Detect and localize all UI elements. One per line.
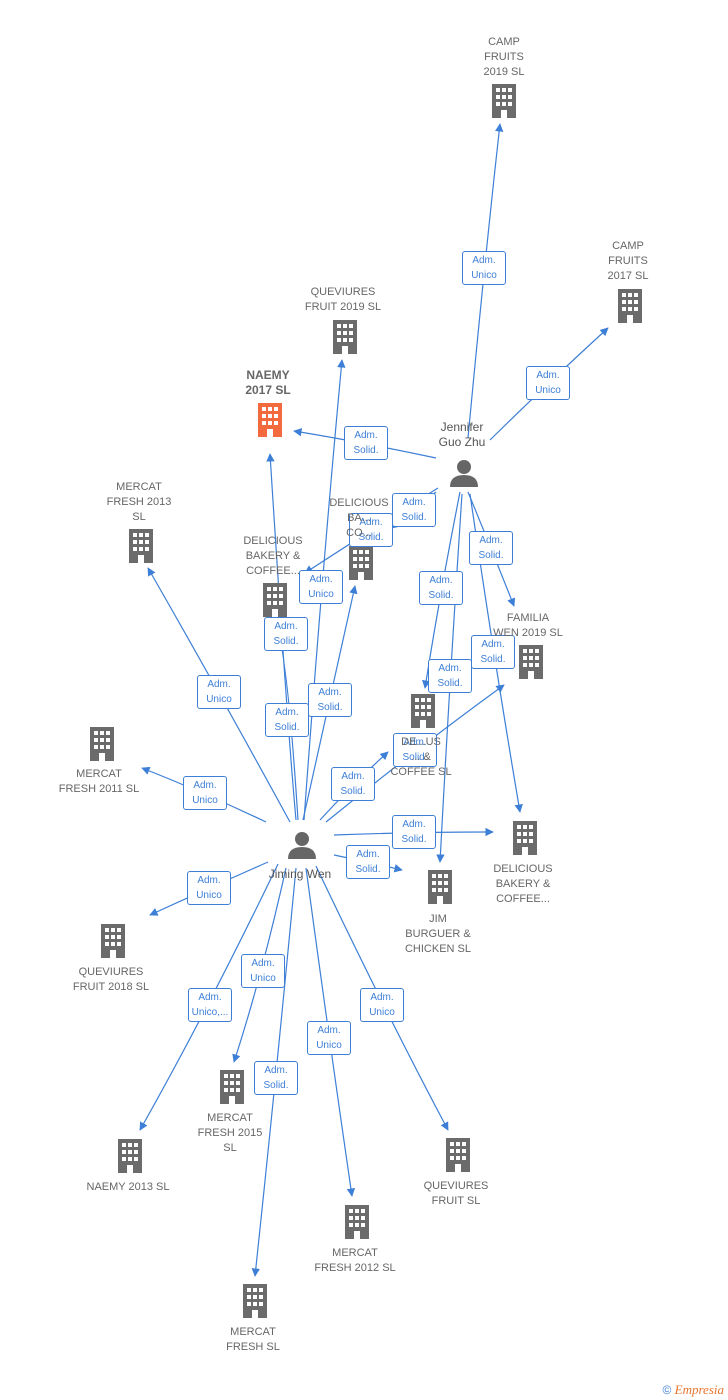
company-label[interactable]: NAEMY 2017 SL (245, 368, 291, 397)
company-label[interactable]: DELICIOUS BAKERY & COFFEE... (243, 535, 303, 577)
role-badge[interactable]: Adm. Solid. (393, 733, 437, 767)
person-label[interactable]: Jennifer Guo Zhu (438, 420, 486, 449)
role-badge[interactable]: Adm. Unico,... (188, 988, 232, 1022)
role-badge[interactable]: Adm. Solid. (349, 513, 393, 547)
company-label[interactable]: CAMP FRUITS 2017 SL (607, 240, 649, 282)
company-label[interactable]: QUEVIURES FRUIT 2018 SL (72, 966, 150, 993)
role-badge[interactable]: Adm. Unico (187, 871, 231, 905)
copyright-symbol: © (662, 1383, 672, 1397)
company-label[interactable]: MERCAT FRESH SL (226, 1326, 280, 1353)
company-building-icon[interactable] (243, 1284, 267, 1318)
role-badge[interactable]: Adm. Solid. (428, 659, 472, 693)
company-building-icon[interactable] (349, 546, 373, 580)
role-badge[interactable]: Adm. Unico (462, 251, 506, 285)
company-label[interactable]: DELICIOUS BA... CO... (329, 497, 389, 539)
person-icon[interactable] (288, 832, 316, 859)
company-building-icon[interactable] (519, 645, 543, 679)
role-badge[interactable]: Adm. Unico (307, 1021, 351, 1055)
role-badge[interactable]: Adm. Solid. (419, 571, 463, 605)
focus-company-building-icon[interactable] (258, 403, 282, 437)
person-icon[interactable] (450, 460, 478, 487)
role-badge[interactable]: Adm. Solid. (264, 617, 308, 651)
company-label[interactable]: MERCAT FRESH 2015 SL (197, 1112, 263, 1154)
company-label[interactable]: NAEMY 2013 SL (86, 1181, 170, 1193)
role-badge[interactable]: Adm. Solid. (254, 1061, 298, 1095)
company-label[interactable]: JIM BURGUER & CHICKEN SL (404, 913, 472, 955)
company-building-icon[interactable] (446, 1138, 470, 1172)
role-badge[interactable]: Adm. Solid. (344, 426, 388, 460)
brand-logo: Empresia (674, 1382, 724, 1397)
role-badge[interactable]: Adm. Solid. (308, 683, 352, 717)
company-building-icon[interactable] (492, 84, 516, 118)
company-building-icon[interactable] (513, 821, 537, 855)
company-building-icon[interactable] (129, 529, 153, 563)
company-label[interactable]: MERCAT FRESH 2012 SL (314, 1247, 396, 1274)
company-label[interactable]: MERCAT FRESH 2013 SL (106, 481, 172, 523)
company-label[interactable]: MERCAT FRESH 2011 SL (58, 768, 140, 795)
company-label[interactable]: CAMP FRUITS 2019 SL (483, 36, 525, 78)
role-badge[interactable]: Adm. Unico (360, 988, 404, 1022)
company-building-icon[interactable] (90, 727, 114, 761)
footer-branding: © Empresia (662, 1382, 724, 1398)
company-building-icon[interactable] (101, 924, 125, 958)
company-label[interactable]: DE...US ... & COFFEE SL (390, 736, 452, 778)
role-badge[interactable]: Adm. Solid. (392, 493, 436, 527)
role-badge[interactable]: Adm. Solid. (471, 635, 515, 669)
company-label[interactable]: DELICIOUS BAKERY & COFFEE... (493, 863, 553, 905)
company-building-icon[interactable] (333, 320, 357, 354)
company-label[interactable]: QUEVIURES FRUIT 2019 SL (304, 286, 382, 313)
role-badge[interactable]: Adm. Unico (197, 675, 241, 709)
person-label[interactable]: Jiming Wen (268, 867, 332, 881)
company-label[interactable]: QUEVIURES FRUIT SL (423, 1180, 489, 1207)
role-badge[interactable]: Adm. Solid. (469, 531, 513, 565)
company-building-icon[interactable] (220, 1070, 244, 1104)
company-building-icon[interactable] (618, 289, 642, 323)
role-badge[interactable]: Adm. Unico (241, 954, 285, 988)
role-badge[interactable]: Adm. Solid. (331, 767, 375, 801)
role-badge[interactable]: Adm. Solid. (392, 815, 436, 849)
role-badge[interactable]: Adm. Unico (183, 776, 227, 810)
role-badge[interactable]: Adm. Solid. (265, 703, 309, 737)
company-building-icon[interactable] (345, 1205, 369, 1239)
role-badge[interactable]: Adm. Solid. (346, 845, 390, 879)
company-building-icon[interactable] (263, 583, 287, 617)
role-badge[interactable]: Adm. Unico (526, 366, 570, 400)
company-building-icon[interactable] (428, 870, 452, 904)
company-label[interactable]: FAMILIA WEN 2019 SL (493, 612, 563, 639)
role-badge[interactable]: Adm. Unico (299, 570, 343, 604)
company-building-icon[interactable] (118, 1139, 142, 1173)
edge-jiming-to-naemy2017 (266, 453, 297, 821)
company-building-icon[interactable] (411, 694, 435, 728)
